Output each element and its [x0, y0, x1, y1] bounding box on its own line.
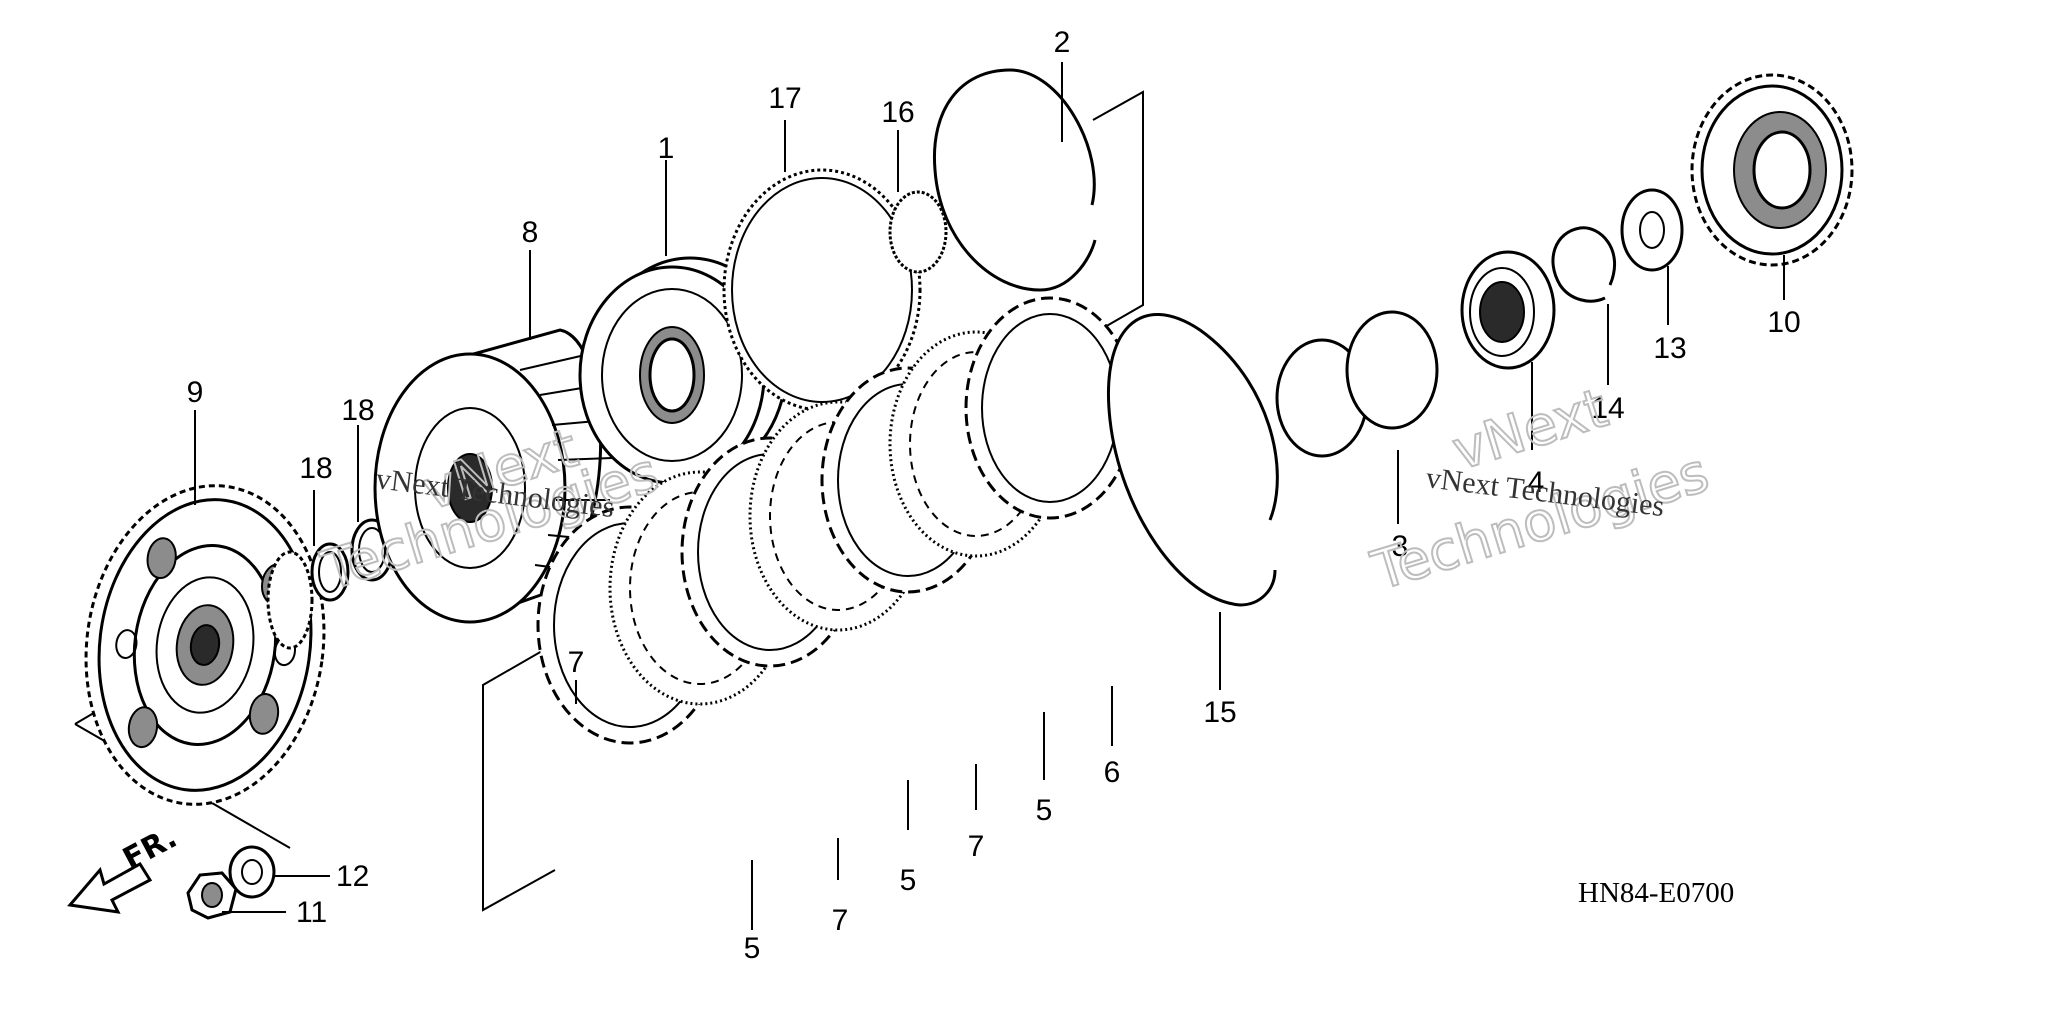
part-17-inner: [731, 177, 913, 403]
callout-9: 9: [187, 376, 204, 409]
diagram-code: HN84-E0700: [1578, 877, 1734, 909]
callout-8: 8: [522, 216, 539, 249]
callout-18b: 18: [341, 394, 374, 427]
callout-17: 17: [768, 82, 801, 115]
callout-3: 3: [1392, 530, 1409, 563]
part-8-clutch-drum[interactable]: [373, 328, 613, 624]
callout-11: 11: [296, 896, 327, 929]
callout-5c: 5: [1036, 794, 1053, 827]
callout-6: 6: [1104, 756, 1121, 789]
part-3-seal-rings[interactable]: [1275, 310, 1439, 458]
part-10-drive-gear[interactable]: [1690, 73, 1854, 267]
callout-13: 13: [1653, 332, 1686, 365]
part-18-o-ring-front[interactable]: [310, 542, 350, 602]
callout-7b: 7: [832, 904, 849, 937]
part-18-o-ring-front-inner: [318, 551, 342, 593]
part-14-circlip[interactable]: [1551, 226, 1617, 303]
part-15-snap-ring[interactable]: [1107, 313, 1279, 607]
callout-18a: 18: [299, 452, 332, 485]
callout-14: 14: [1591, 392, 1624, 425]
part-17-piston-o-ring[interactable]: [722, 168, 922, 412]
callout-7a: 7: [568, 646, 585, 679]
part-16-o-ring[interactable]: [888, 190, 948, 274]
callout-2: 2: [1054, 26, 1071, 59]
part-12-washer[interactable]: [228, 845, 276, 899]
part-9-hub-gear: [266, 550, 314, 650]
callout-leaders: [194, 62, 1785, 930]
callout-10: 10: [1767, 306, 1800, 339]
callout-7c: 7: [968, 830, 985, 863]
callout-numbers: 1 2 3 4 5 5 5 6 7 7 7 8 9 10 11 12 13 14…: [187, 26, 1801, 965]
callout-5b: 5: [900, 864, 917, 897]
front-marker-label: FR.: [117, 820, 182, 877]
part-9-driven-gear[interactable]: [66, 470, 344, 820]
callout-12: 12: [336, 860, 369, 893]
callout-15: 15: [1203, 696, 1236, 729]
front-direction-arrow: FR.: [67, 820, 183, 914]
callout-4: 4: [1528, 466, 1545, 499]
part-4-spring-retainer[interactable]: [1460, 250, 1556, 370]
part-11-nut[interactable]: [186, 871, 238, 920]
callout-1: 1: [658, 132, 675, 165]
callout-5a: 5: [744, 932, 761, 965]
part-2-snap-ring[interactable]: [932, 68, 1097, 292]
callout-16: 16: [881, 96, 914, 129]
part-13-thrust-washer[interactable]: [1620, 188, 1684, 272]
